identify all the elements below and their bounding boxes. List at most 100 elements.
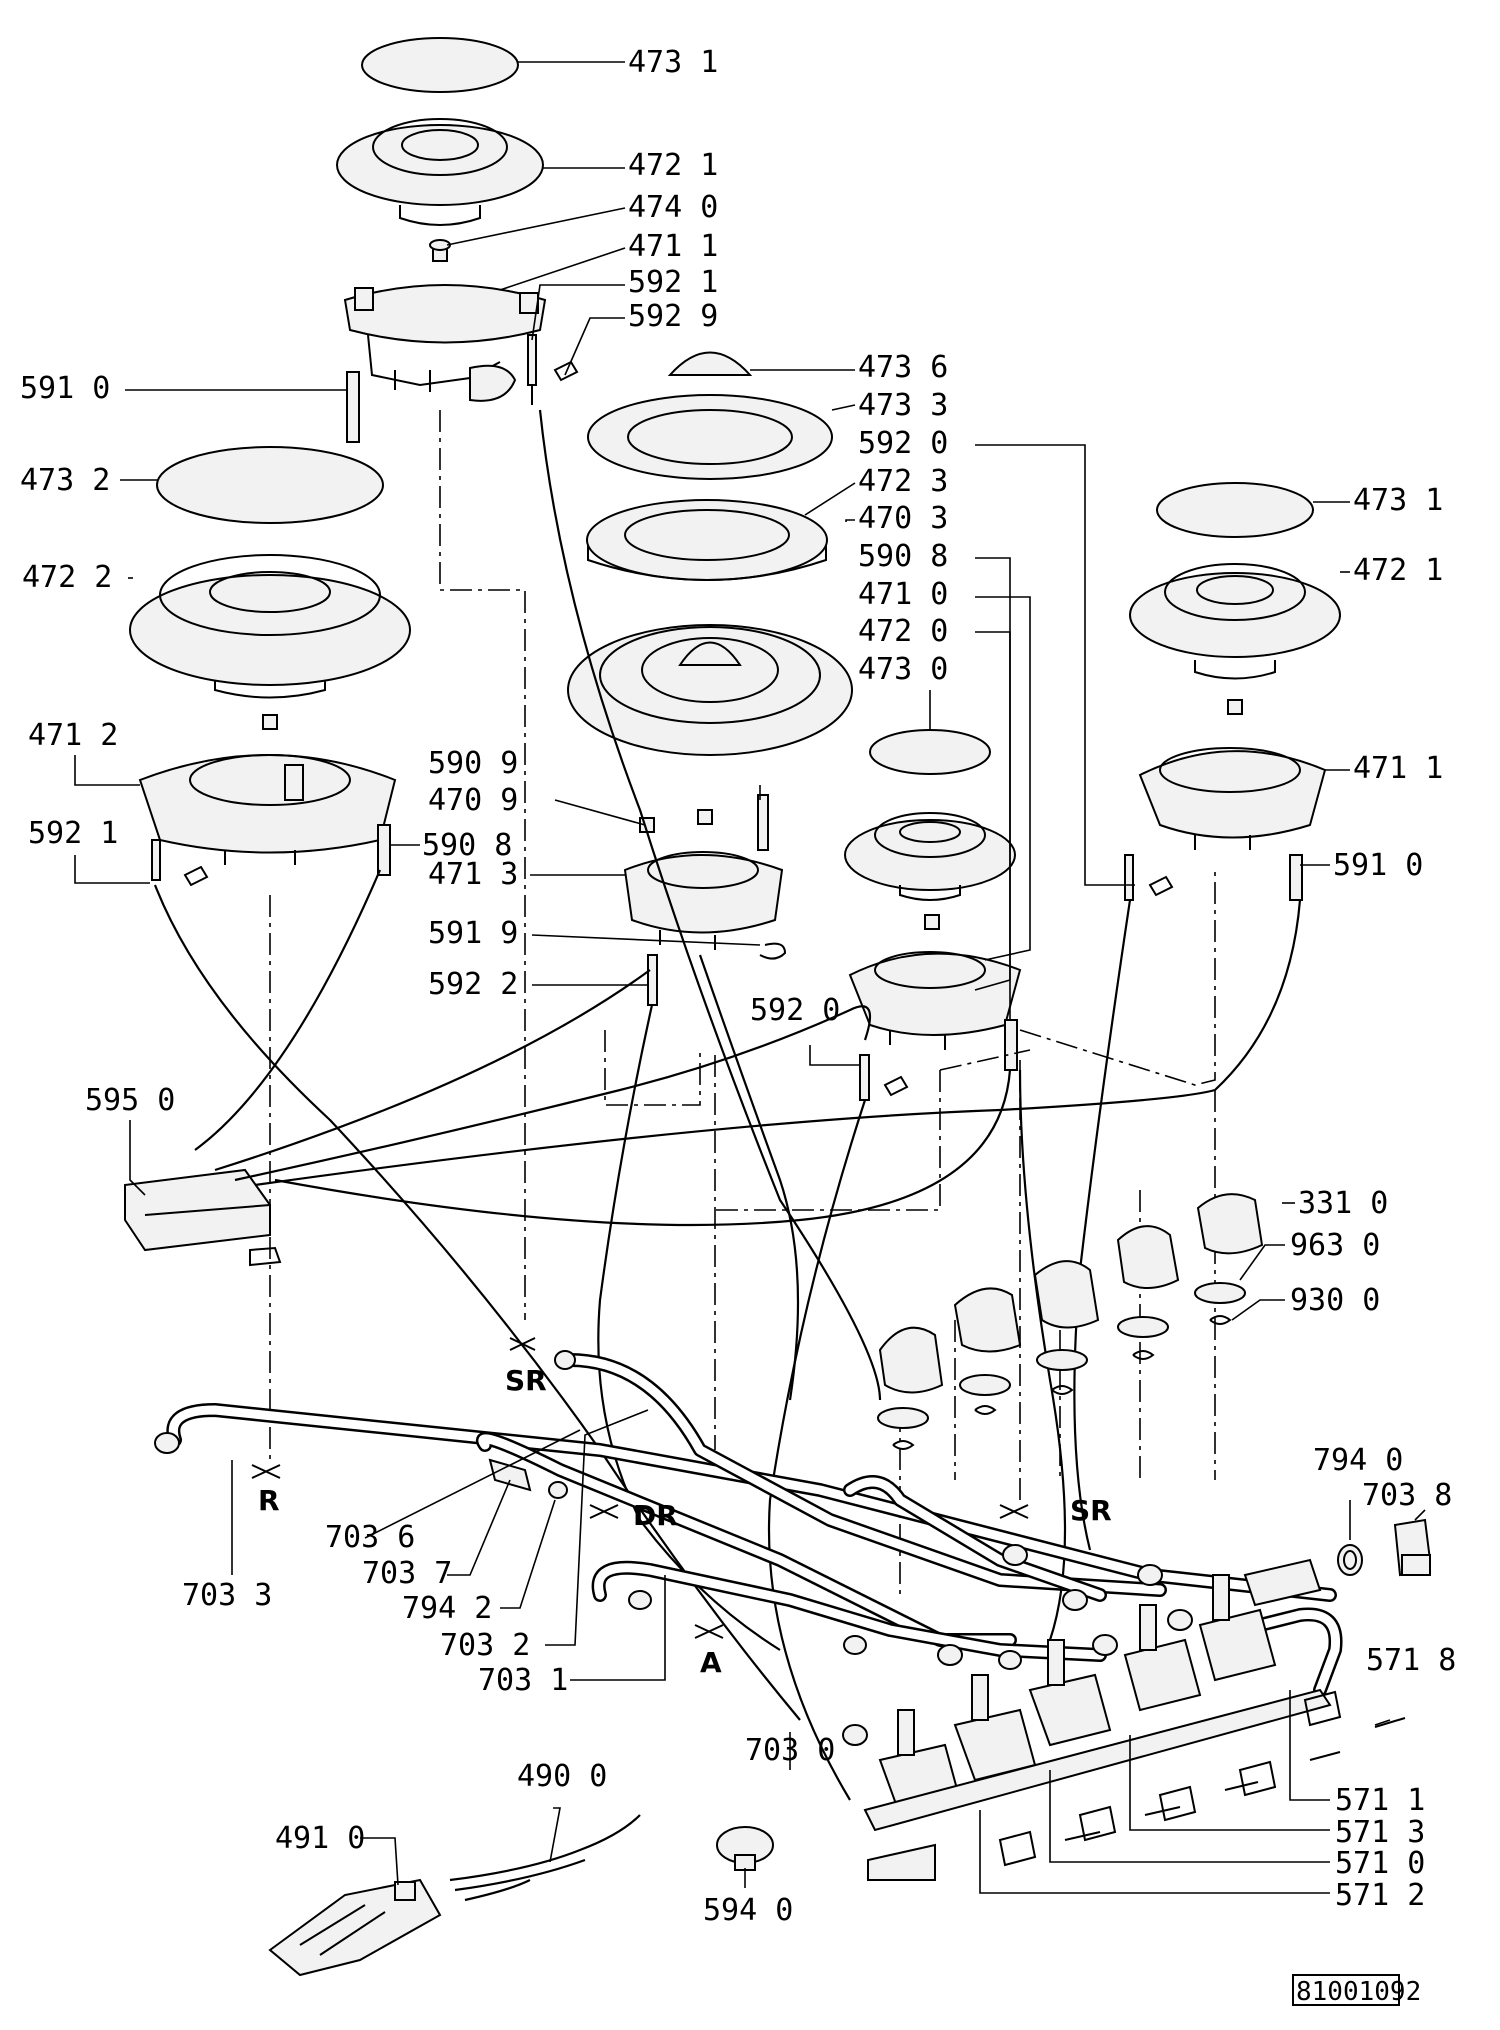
burner-head-472-0: [844, 812, 1016, 901]
label: 473 3: [858, 388, 948, 423]
label: 703 8: [1362, 1478, 1452, 1513]
leader-lines: [74, 61, 1426, 1894]
burner-body-471-3: [623, 851, 784, 950]
label: 473 6: [858, 350, 948, 385]
burner-body-471-1-right: [1138, 747, 1327, 850]
spark-electrode-592-1-left: [151, 839, 209, 887]
label: 471 2: [28, 718, 118, 753]
elbow-703-8: [1393, 1518, 1432, 1577]
marker-a: A: [700, 1646, 722, 1679]
label: 470 9: [428, 783, 518, 818]
burner-cap-473-0: [869, 729, 991, 775]
burner-body-470-3: [567, 624, 853, 756]
gas-taps: [863, 1574, 1332, 1881]
label: 703 2: [440, 1628, 530, 1663]
label: 591 0: [20, 371, 110, 406]
burner-cap-473-2: [156, 446, 384, 524]
burner-cap-473-6: [667, 351, 753, 376]
burner-cap-473-1-right: [1156, 482, 1314, 538]
label: 592 9: [628, 299, 718, 334]
thermocouple-591-0-left: [346, 371, 360, 443]
label: 794 0: [1313, 1443, 1403, 1478]
label: 571 3: [1335, 1815, 1425, 1850]
light-594-0: [716, 1826, 774, 1871]
gas-pipes: [166, 1353, 1343, 1697]
burner-cap-473-1-top: [361, 37, 519, 93]
marker-r: R: [258, 1484, 280, 1517]
part-labels: 473 1 472 1 474 0 471 1 592 1 592 9 473 …: [20, 45, 1456, 1928]
label: 590 8: [422, 828, 512, 863]
label: 592 0: [750, 993, 840, 1028]
label: 473 0: [858, 652, 948, 687]
alignment-centerlines: [269, 410, 1216, 1600]
burner-body-471-1-top: [343, 284, 547, 402]
power-cable-490-0: [449, 1814, 641, 1902]
label: 472 1: [1353, 553, 1443, 588]
label: 571 8: [1366, 1643, 1456, 1678]
label: 471 1: [628, 229, 718, 264]
screw-right: [1227, 699, 1243, 715]
burner-body-471-2: [138, 754, 397, 865]
label: 590 9: [428, 746, 518, 781]
label: 963 0: [1290, 1228, 1380, 1263]
label: 472 3: [858, 464, 948, 499]
clip-592-9: [553, 360, 579, 382]
label: 490 0: [517, 1759, 607, 1794]
label: 471 3: [428, 857, 518, 892]
clip-591-9: [759, 942, 787, 960]
label: 571 1: [1335, 1783, 1425, 1818]
label: 470 3: [858, 501, 948, 536]
label: 472 2: [22, 560, 112, 595]
tap-brackets-571: [998, 1690, 1342, 1867]
marker-sr: SR: [1070, 1494, 1112, 1527]
knob-bezels-963-0: [877, 1282, 1246, 1429]
label: 794 2: [402, 1591, 492, 1626]
label: 571 2: [1335, 1878, 1425, 1913]
spark-electrode-592-2: [647, 954, 658, 1006]
label: 474 0: [628, 190, 718, 225]
label: 592 0: [858, 426, 948, 461]
marker-sr: SR: [505, 1364, 547, 1397]
thermocouple-590-8-mid: [1004, 1019, 1018, 1071]
screw-right-middle: [924, 914, 940, 930]
burner-head-472-1-right: [1129, 563, 1341, 680]
burner-head-472-1-top: [336, 118, 544, 226]
label: 331 0: [1298, 1186, 1388, 1221]
marker-crosses: [251, 1337, 1029, 1639]
section-markers: SR R DR SR A: [258, 1364, 1112, 1679]
screws-470-9: [639, 809, 713, 833]
knobs-331-0: [878, 1193, 1264, 1394]
burner-head-472-3: [586, 499, 828, 581]
spark-electrode-592-0-right: [1124, 854, 1174, 901]
label: 930 0: [1290, 1283, 1380, 1318]
washer-794-0: [1337, 1544, 1363, 1576]
springs-930-0: [892, 1315, 1232, 1450]
thermocouple-590-9: [757, 794, 769, 851]
label: 595 0: [85, 1083, 175, 1118]
label: 703 7: [362, 1556, 452, 1591]
marker-dr: DR: [633, 1499, 678, 1532]
burner-body-471-0: [848, 951, 1022, 1050]
label: 571 0: [1335, 1846, 1425, 1881]
label: 703 1: [478, 1663, 568, 1698]
label: 473 2: [20, 463, 110, 498]
screw-left: [262, 714, 278, 730]
ignition-module-595-0: [124, 1168, 282, 1267]
burner-ring-473-3: [587, 394, 833, 480]
label: 594 0: [703, 1893, 793, 1928]
screws-571: [1064, 1717, 1406, 1841]
label: 592 1: [28, 816, 118, 851]
label: 703 3: [182, 1578, 272, 1613]
label: 703 0: [745, 1733, 835, 1768]
label: 591 9: [428, 916, 518, 951]
label: 591 0: [1333, 848, 1423, 883]
diagram-id: 81001092: [1296, 1977, 1421, 2007]
label: 473 1: [628, 45, 718, 80]
label: 592 2: [428, 967, 518, 1002]
screw-474-0: [429, 239, 451, 262]
thermocouple-590-8-left: [377, 824, 391, 876]
label: 473 1: [1353, 483, 1443, 518]
label: 471 1: [1353, 751, 1443, 786]
